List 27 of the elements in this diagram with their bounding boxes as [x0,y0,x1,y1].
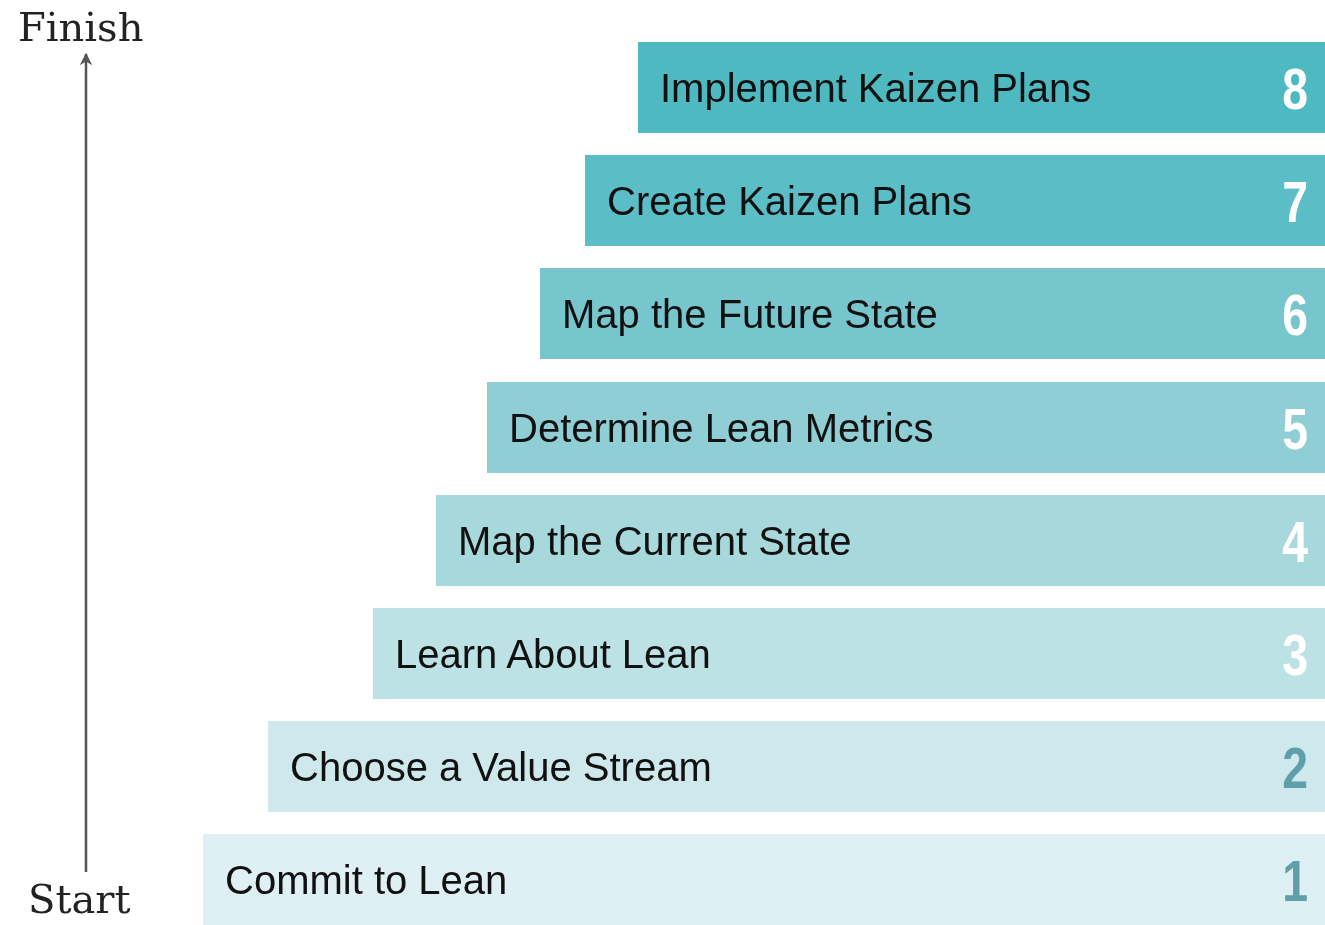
step-number: 4 [1281,507,1308,574]
step-label: Implement Kaizen Plans [660,65,1092,110]
arrow [79,52,93,872]
step-number: 7 [1281,167,1308,234]
step-number: 5 [1281,394,1308,461]
step-label: Choose a Value Stream [290,744,712,789]
step-label: Learn About Lean [395,631,711,676]
step-bar [487,382,1325,473]
step-bar [436,495,1325,586]
step-bar [373,608,1325,699]
step-label: Create Kaizen Plans [607,178,972,223]
step-label: Map the Current State [458,518,852,563]
step-number: 2 [1281,733,1308,800]
step-number: 8 [1281,54,1308,121]
step-number: 1 [1281,846,1308,913]
step-label: Commit to Lean [225,857,508,902]
step-number: 3 [1281,620,1308,687]
progress-label: Finish [18,4,144,50]
step-bar [638,42,1325,133]
step-bar [268,721,1325,812]
step-bar [585,155,1325,246]
step-bar [203,834,1325,925]
step-label: Determine Lean Metrics [509,405,934,450]
progress-label: Start [28,876,131,922]
step-number: 6 [1281,280,1308,347]
step-bar [540,268,1325,359]
step-label: Map the Future State [562,291,938,336]
